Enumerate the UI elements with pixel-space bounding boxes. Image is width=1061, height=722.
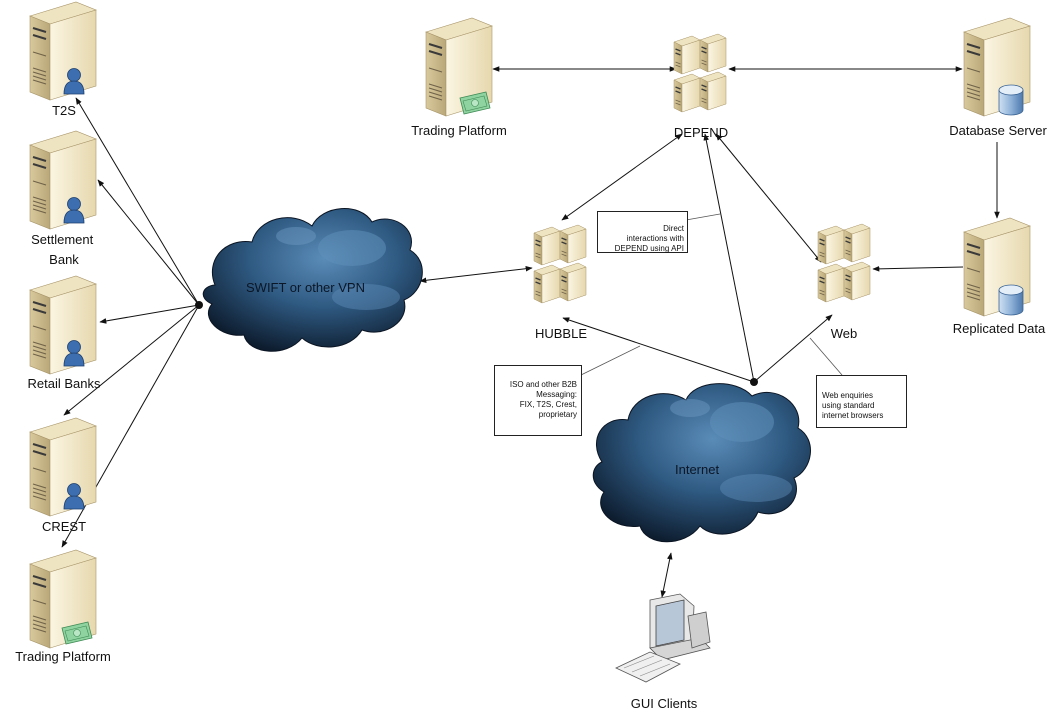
database-icon xyxy=(998,284,1024,316)
wire-swift-hubble xyxy=(419,265,533,284)
node-label: HUBBLE xyxy=(535,326,587,341)
node-label: Database Server xyxy=(949,123,1047,138)
node-label: CREST xyxy=(42,519,86,534)
node-hubble[interactable]: HUBBLE xyxy=(534,225,587,341)
node-replicated-data[interactable]: Replicated Data xyxy=(953,217,1046,336)
internet-hub-dot xyxy=(750,378,758,386)
database-icon xyxy=(998,84,1024,116)
node-label: Trading Platform xyxy=(15,649,111,664)
wire-swift-retail xyxy=(99,304,200,324)
callout-api-text: Direct interactions with DEPEND using AP… xyxy=(614,224,684,253)
swift-cloud-label: SWIFT or other VPN xyxy=(246,280,365,295)
node-settlement-bank[interactable]: Settlement Bank xyxy=(29,130,97,267)
wire-swift-t2s xyxy=(75,97,200,306)
callout-leader-b2b xyxy=(580,345,641,376)
node-label: GUI Clients xyxy=(631,696,698,711)
callout-web: Web enquiries using standard internet br… xyxy=(816,375,907,428)
internet-cloud: Internet xyxy=(592,383,811,543)
node-label: Replicated Data xyxy=(953,321,1046,336)
wire-swift-crest xyxy=(63,304,200,416)
connections xyxy=(61,66,1000,598)
swift-hub-dot xyxy=(195,301,203,309)
callout-b2b-text: ISO and other B2B Messaging: FIX, T2S, C… xyxy=(509,380,577,419)
wire-internet-gui xyxy=(660,552,673,598)
node-label: T2S xyxy=(52,103,76,118)
workstation-icon xyxy=(615,593,711,683)
node-label: DEPEND xyxy=(674,125,728,140)
node-gui-clients[interactable]: GUI Clients xyxy=(615,593,711,711)
callout-web-text: Web enquiries using standard internet br… xyxy=(822,391,884,420)
node-depend[interactable]: DEPEND xyxy=(674,34,728,140)
node-label: Settlement Bank xyxy=(31,232,97,267)
node-label: Retail Banks xyxy=(28,376,101,391)
internet-cloud-label: Internet xyxy=(675,462,719,477)
node-crest[interactable]: CREST xyxy=(29,417,97,534)
node-trading-platform-left[interactable]: Trading Platform xyxy=(15,549,111,664)
node-label: Web xyxy=(831,326,858,341)
node-label-line2: Bank xyxy=(49,252,79,267)
node-t2s[interactable]: T2S xyxy=(29,1,97,118)
node-trading-platform-top[interactable]: Trading Platform xyxy=(411,17,507,138)
callout-leader-api xyxy=(685,213,721,221)
wire-internet-depend xyxy=(703,133,755,383)
wire-depend-hubble xyxy=(561,133,683,221)
wire-depend-web xyxy=(715,133,822,263)
wire-swift-trading xyxy=(61,304,200,548)
node-web[interactable]: Web xyxy=(818,224,870,341)
node-label: Trading Platform xyxy=(411,123,507,138)
callout-api: Direct interactions with DEPEND using AP… xyxy=(597,211,688,253)
wire-swift-settlement xyxy=(97,179,200,306)
callout-leader-web xyxy=(809,337,843,376)
wire-internet-web xyxy=(753,314,833,383)
swift-cloud: SWIFT or other VPN xyxy=(202,208,423,352)
wire-replicated-web xyxy=(872,266,964,272)
callout-b2b: ISO and other B2B Messaging: FIX, T2S, C… xyxy=(494,365,582,436)
node-database-server[interactable]: Database Server xyxy=(949,17,1047,138)
wire-internet-hubble xyxy=(562,317,755,383)
node-label-line1: Settlement xyxy=(31,232,94,247)
node-retail-banks[interactable]: Retail Banks xyxy=(28,275,101,391)
